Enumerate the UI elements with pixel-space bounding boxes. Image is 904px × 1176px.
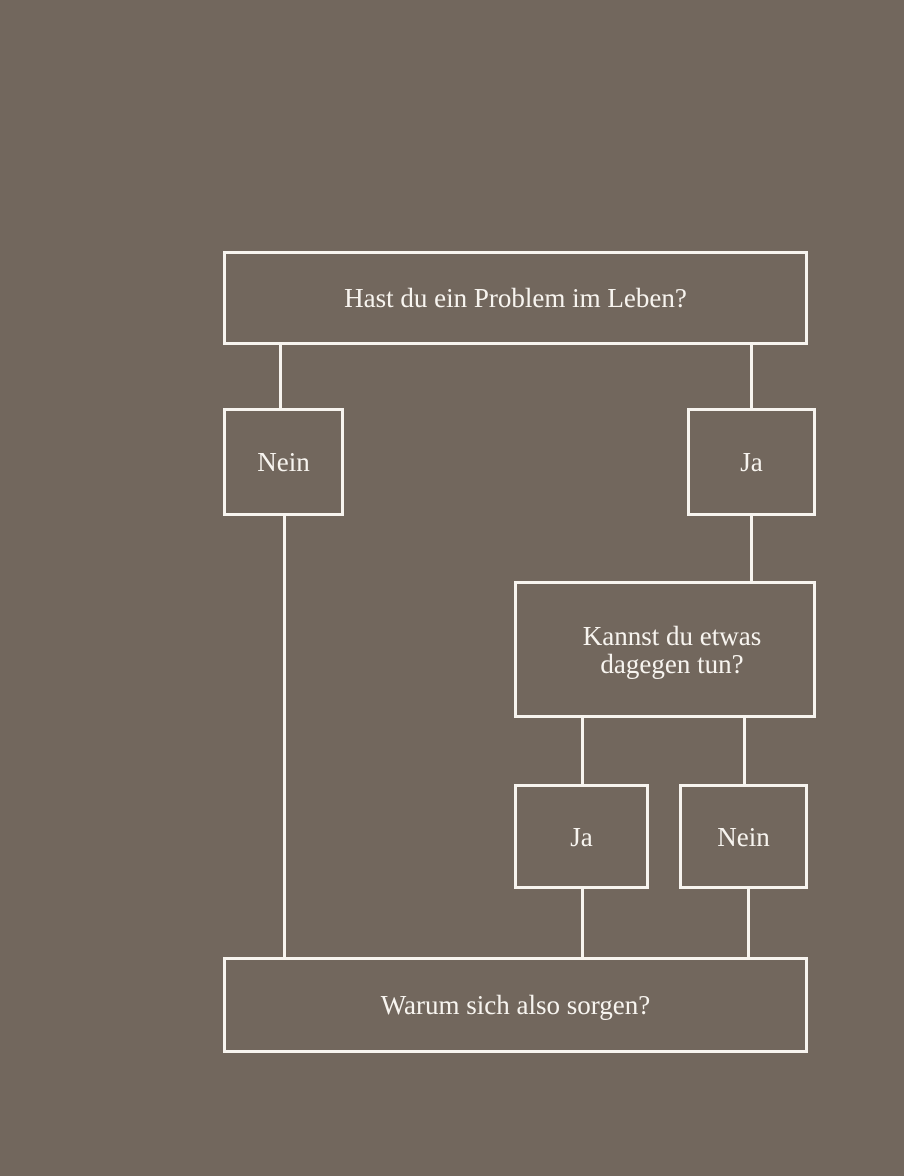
answer-text: Nein [717,821,770,852]
connector-line [283,514,286,959]
connector-line [581,887,584,959]
conclusion-text: Warum sich also sorgen? [380,990,651,1020]
connector-line [581,716,584,786]
question-text-line2: dagegen tun? [600,648,744,679]
answer-text: Ja [570,821,593,852]
question-text-line1: Kannst du etwas [582,620,762,651]
answer-text: Nein [257,447,310,477]
question-box-problem: Hast du ein Problem im Leben? [223,251,808,345]
question-box-action: Kannst du etwas dagegen tun? [514,581,816,718]
connector-line [750,344,753,410]
answer-box-yes: Ja [687,408,816,516]
question-text: Hast du ein Problem im Leben? [344,283,687,313]
connector-line [750,514,753,583]
answer-box-yes-2: Ja [514,784,649,889]
connector-line [279,344,282,410]
answer-box-no-2: Nein [679,784,808,889]
answer-box-no: Nein [223,408,344,516]
answer-text: Ja [740,447,763,477]
connector-line [743,716,746,786]
connector-line [747,887,750,959]
conclusion-box: Warum sich also sorgen? [223,957,808,1053]
